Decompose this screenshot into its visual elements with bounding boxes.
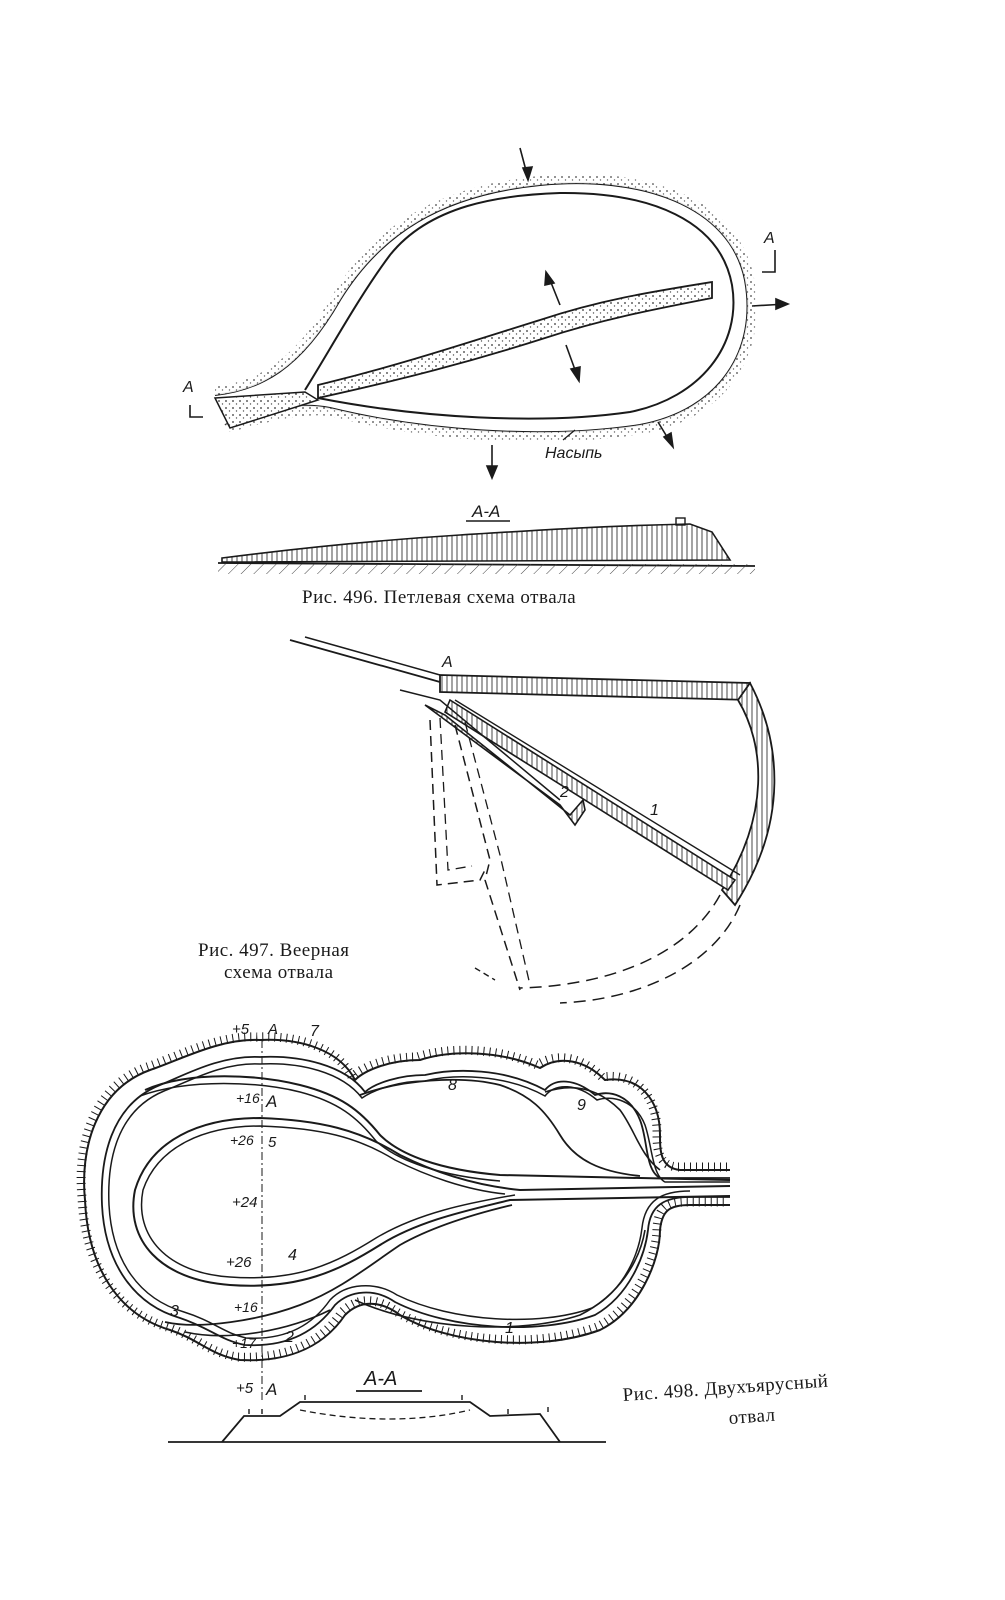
- fig498-mark-top: А: [267, 1021, 278, 1038]
- fig497-track-2: [424, 704, 586, 827]
- fig496-ground-hatch: [218, 564, 755, 574]
- fig498-track-8: [359, 1078, 641, 1177]
- fig497-dashed-tip: [474, 967, 496, 981]
- fig497-arc-embankment: [720, 681, 776, 907]
- fig497-point-label: А: [441, 654, 453, 671]
- fig498-track-7: [144, 1075, 731, 1181]
- fig498-outer-contour: [83, 1038, 730, 1362]
- fig497-plan: [289, 636, 776, 1004]
- fig498-track-3: [164, 1204, 513, 1326]
- fig496-loop-outer: [214, 182, 749, 434]
- fig497-caption-line1: Рис. 497. Веерная: [198, 940, 350, 961]
- fig498-caption-line2: отвал: [728, 1404, 777, 1429]
- fig498-elev-26-lower: +26: [226, 1254, 252, 1271]
- fig498-section-label: А-А: [363, 1368, 397, 1390]
- fig498-mark-mid: А: [265, 1092, 277, 1111]
- fig497-track-a-outer: [289, 639, 441, 683]
- fig496-excavator: [675, 517, 686, 526]
- fig498-track-label-2: 2: [284, 1329, 294, 1346]
- fig498-track-label-8: 8: [448, 1077, 457, 1094]
- fig497-top-embankment: [439, 674, 751, 701]
- fig496-loop-inner: [304, 191, 735, 420]
- fig498-elev-24: +24: [232, 1194, 257, 1211]
- fig498-inner-loop-b: [140, 1125, 516, 1279]
- fig498-elev-16-upper: +16: [236, 1090, 260, 1106]
- fig498-elev-16-lower: +16: [234, 1299, 258, 1315]
- fig498-elev-17: +17: [232, 1335, 257, 1351]
- fig498-plan: [76, 1032, 731, 1400]
- fig498-profile-dashed: [299, 1409, 471, 1420]
- fig498-outer-track: [100, 1055, 730, 1347]
- fig496-mark-right: А: [763, 230, 775, 247]
- fig496-section-label: А-А: [471, 502, 500, 521]
- fig498-inner-loop: [132, 1116, 731, 1287]
- fig496-embankment-leader: [562, 429, 576, 441]
- fig498-outer-track-2: [107, 1063, 730, 1339]
- fig497-track-a-inner: [304, 636, 441, 676]
- fig498-section: А-А: [168, 1368, 606, 1443]
- fig497-dashed-inner2: [439, 717, 473, 871]
- fig496-arrows: [485, 147, 791, 481]
- fig498-track-label-5: 5: [268, 1134, 277, 1151]
- fig497-dashed-arc-inner: [519, 894, 721, 989]
- fig496-section-marks: [189, 250, 776, 418]
- fig496-mark-left: А: [182, 379, 194, 396]
- fig497-track-2-line: [399, 689, 561, 801]
- fig498-track-label-1: 1: [505, 1320, 514, 1337]
- fig498-track-label-3: 3: [170, 1303, 179, 1320]
- fig498-track-label-4: 4: [288, 1247, 297, 1264]
- fig496-profile-fill: [221, 523, 732, 563]
- fig496-embankment-label: Насыпь: [545, 445, 602, 462]
- fig498-elev-bottom: +5: [236, 1380, 254, 1397]
- fig497-track-1: [444, 698, 737, 892]
- fig497-track-1-label: 1: [650, 802, 659, 819]
- fig496-plan: А А Насыпь: [182, 147, 791, 481]
- fig498-track-label-7: 7: [310, 1023, 320, 1040]
- fig498-track-2: [184, 1309, 331, 1337]
- fig497-dashed-mid2: [464, 721, 531, 986]
- fig496-section: А-А: [217, 502, 756, 574]
- fig498-track-label-9: 9: [577, 1097, 586, 1114]
- fig498-mark-bottom: А: [265, 1380, 277, 1399]
- fig496-entrance-band: [213, 391, 320, 429]
- fig498-labels: +5 А +16 А +26 +24 +26 +16 +17 +5 А 1 2 …: [170, 1021, 586, 1399]
- fig498-elev-top: +5: [232, 1021, 250, 1038]
- fig497-dashed-mid: [454, 724, 521, 991]
- fig497-caption-line2: схема отвала: [224, 962, 334, 983]
- fig497-track-1-line: [454, 699, 741, 876]
- fig498-elev-26-upper: +26: [230, 1132, 254, 1148]
- fig497-track-2-label: 2: [559, 784, 569, 801]
- fig498-rail-marks: [248, 1395, 549, 1414]
- fig498-profile: [221, 1401, 561, 1443]
- fig496-center-embankment: [317, 280, 713, 400]
- fig497-dashed-arc-outer: [559, 904, 741, 1004]
- fig497-dashed-inner: [429, 719, 486, 886]
- fig498-track-1: [354, 1229, 646, 1328]
- fig496-caption: Рис. 496. Петлевая схема отвала: [302, 587, 577, 608]
- fig498-track-9: [544, 1086, 661, 1171]
